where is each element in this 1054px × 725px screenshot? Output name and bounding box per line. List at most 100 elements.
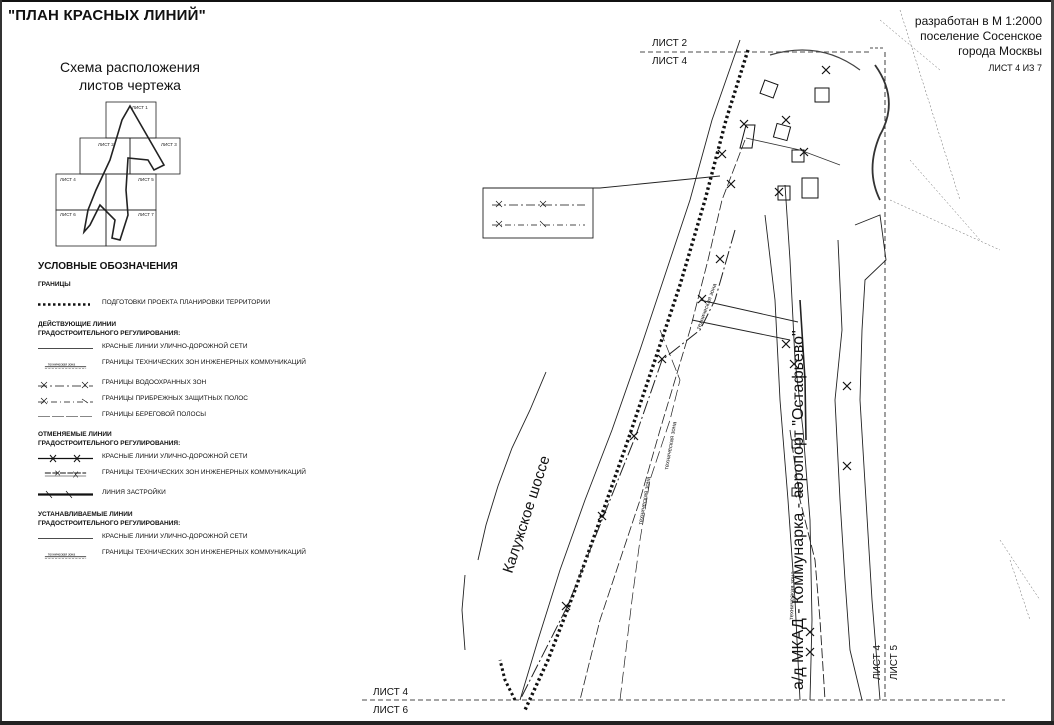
legend-item-existing-red: КРАСНЫЕ ЛИНИИ УЛИЧНО-ДОРОЖНОЙ СЕТИ <box>38 342 328 354</box>
legend-text: ГРАНИЦЫ ТЕХНИЧЕСКИХ ЗОН ИНЖЕНЕРНЫХ КОММУ… <box>102 359 306 366</box>
legend-text: ГРАНИЦЫ ТЕХНИЧЕСКИХ ЗОН ИНЖЕНЕРНЫХ КОММУ… <box>102 549 306 556</box>
sheet-label-bottom-a: ЛИСТ 4 <box>373 687 409 698</box>
sheet-label-top-a: ЛИСТ 2 <box>652 38 688 49</box>
building-line <box>799 299 807 441</box>
water-zone-symbol <box>38 381 93 389</box>
airport-road-west <box>764 214 801 701</box>
airport-road-edge <box>834 239 863 701</box>
cancelled-red-line <box>519 229 736 701</box>
airport-road-west-2 <box>784 184 813 701</box>
schema-title-line2: листов чертежа <box>79 77 181 93</box>
legend-item-existing-tech: техническая зона ГРАНИЦЫ ТЕХНИЧЕСКИХ ЗОН… <box>38 358 328 374</box>
planning-boundary-south <box>498 659 517 701</box>
legend-boundaries-title: ГРАНИЦЫ <box>38 281 71 288</box>
dotted-line-symbol <box>38 303 90 306</box>
city-line: города Москвы <box>958 44 1042 58</box>
legend-item-water-zone: ГРАНИЦЫ ВОДООХРАННЫХ ЗОН <box>38 378 328 390</box>
road-name-kaluzhskoe: Калужское шоссе <box>500 454 554 576</box>
planning-boundary <box>523 49 750 711</box>
legend-item-shore-line: ГРАНИЦЫ БЕРЕГОВОЙ ПОЛОСЫ <box>38 410 328 422</box>
box-symbols <box>492 200 585 228</box>
schema-title: Схема расположения листов чертежа <box>20 58 240 94</box>
legend-item-cancelled-red: КРАСНЫЕ ЛИНИИ УЛИЧНО-ДОРОЖНОЙ СЕТИ <box>38 452 328 464</box>
legend-text: ПОДГОТОВКИ ПРОЕКТА ПЛАНИРОВКИ ТЕРРИТОРИИ <box>102 299 271 306</box>
schema-title-line1: Схема расположения <box>60 59 200 75</box>
solid-line-symbol <box>38 538 93 539</box>
pond-path <box>745 137 841 166</box>
key-sheet-2-label: ЛИСТ 2 <box>98 142 114 147</box>
key-sheet-4-label: ЛИСТ 4 <box>60 177 76 182</box>
key-boundary <box>82 104 166 241</box>
legend-text: ЛИНИЯ ЗАСТРОЙКИ <box>102 489 166 496</box>
side-road-upper <box>699 299 799 323</box>
legend-item-planning-boundary: ПОДГОТОВКИ ПРОЕКТА ПЛАНИРОВКИ ТЕРРИТОРИИ <box>38 298 328 310</box>
scale-info: разработан в М 1:2000 поселение Сосенско… <box>915 14 1042 76</box>
side-road-lower <box>691 319 791 341</box>
road-edge-east <box>519 39 741 701</box>
legend: УСЛОВНЫЕ ОБОЗНАЧЕНИЯ ГРАНИЦЫ ПОДГОТОВКИ … <box>38 262 328 564</box>
legend-item-cancelled-tech: ГРАНИЦЫ ТЕХНИЧЕСКИХ ЗОН ИНЖЕНЕРНЫХ КОММУ… <box>38 468 328 484</box>
airport-road-east <box>854 214 887 701</box>
key-sheet-5-label: ЛИСТ 5 <box>138 177 154 182</box>
tech-zone-symbol: техническая зона <box>44 552 87 559</box>
zone-label-3: техническая зона <box>638 476 652 526</box>
crossed-tech-symbol <box>44 470 87 478</box>
building-line-symbol <box>38 490 93 499</box>
frame-left-border <box>0 0 2 725</box>
legend-item-building-line: ЛИНИЯ ЗАСТРОЙКИ <box>38 488 328 500</box>
frame-right-border <box>1051 0 1054 725</box>
key-sheet-6-label: ЛИСТ 6 <box>60 212 76 217</box>
frame-bottom-border <box>0 721 1054 725</box>
coastal-strip-symbol <box>38 397 93 405</box>
settlement-line: поселение Сосенское <box>920 29 1042 43</box>
pond-outline <box>871 64 890 201</box>
road-edge-west-2 <box>461 574 466 651</box>
legend-text: ГРАНИЦЫ ПРИБРЕЖНЫХ ЗАЩИТНЫХ ПОЛОС <box>102 395 248 402</box>
legend-item-established-tech: техническая зона ГРАНИЦЫ ТЕХНИЧЕСКИХ ЗОН… <box>38 548 328 564</box>
scale-line: разработан в М 1:2000 <box>914 14 1042 28</box>
legend-text: КРАСНЫЕ ЛИНИИ УЛИЧНО-ДОРОЖНОЙ СЕТИ <box>102 533 248 540</box>
legend-established-title: УСТАНАВЛИВАЕМЫЕ ЛИНИИ ГРАДОСТРОИТЕЛЬНОГО… <box>38 511 181 527</box>
legend-item-coastal-strip: ГРАНИЦЫ ПРИБРЕЖНЫХ ЗАЩИТНЫХ ПОЛОС <box>38 394 328 406</box>
symbol-label: техническая зона <box>48 552 75 556</box>
legend-existing-title: ДЕЙСТВУЮЩИЕ ЛИНИИ ГРАДОСТРОИТЕЛЬНОГО РЕГ… <box>38 321 181 337</box>
tech-zone-symbol: техническая зона <box>44 362 87 369</box>
key-sheet-1-label: ЛИСТ 1 <box>132 105 148 110</box>
legend-text: КРАСНЫЕ ЛИНИИ УЛИЧНО-ДОРОЖНОЙ СЕТИ <box>102 453 248 460</box>
zone-label-4: техническая зона <box>789 571 797 621</box>
symbol-label: техническая зона <box>48 362 75 366</box>
leader-line <box>483 175 721 189</box>
structures <box>739 79 830 497</box>
legend-text: ГРАНИЦЫ ТЕХНИЧЕСКИХ ЗОН ИНЖЕНЕРНЫХ КОММУ… <box>102 469 306 476</box>
pond-outline-2 <box>769 49 861 71</box>
key-sheet-3-label: ЛИСТ 3 <box>161 142 177 147</box>
cross-markers <box>561 65 852 657</box>
tech-zone-east <box>789 429 826 701</box>
sheet-label-bottom-b: ЛИСТ 6 <box>373 705 409 716</box>
plan-title: "ПЛАН КРАСНЫХ ЛИНИЙ" <box>8 7 206 24</box>
sheet-label-top-b: ЛИСТ 4 <box>652 56 688 67</box>
legend-cancelled-title: ОТМЕНЯЕМЫЕ ЛИНИИ ГРАДОСТРОИТЕЛЬНОГО РЕГУ… <box>38 431 181 447</box>
road-edge-west <box>477 371 547 561</box>
shore-line-symbol <box>38 416 93 417</box>
frame-top-border <box>0 0 1054 2</box>
legend-heading: УСЛОВНЫЕ ОБОЗНАЧЕНИЯ <box>38 261 178 272</box>
water-legend-box <box>482 187 594 239</box>
sheet-number: ЛИСТ 4 ИЗ 7 <box>988 63 1043 73</box>
crossed-line-symbol <box>38 454 93 463</box>
tech-zone-line-2 <box>619 329 681 701</box>
legend-text: ГРАНИЦЫ ВОДООХРАННЫХ ЗОН <box>102 379 207 386</box>
road-name-airport: а/д МКАД - Коммунарка - аэропорт "Остафь… <box>790 330 807 690</box>
sheet-label-right-b: ЛИСТ 5 <box>889 644 900 680</box>
hatch-lines <box>879 9 1041 621</box>
legend-text: ГРАНИЦЫ БЕРЕГОВОЙ ПОЛОСЫ <box>102 411 207 418</box>
legend-text: КРАСНЫЕ ЛИНИИ УЛИЧНО-ДОРОЖНОЙ СЕТИ <box>102 343 248 350</box>
sheet-label-right-a: ЛИСТ 4 <box>872 644 883 680</box>
solid-line-symbol <box>38 348 93 349</box>
key-sheet-7 <box>105 209 157 247</box>
tech-zone-line <box>579 139 746 701</box>
zone-label-2: техническая зона <box>664 421 678 471</box>
